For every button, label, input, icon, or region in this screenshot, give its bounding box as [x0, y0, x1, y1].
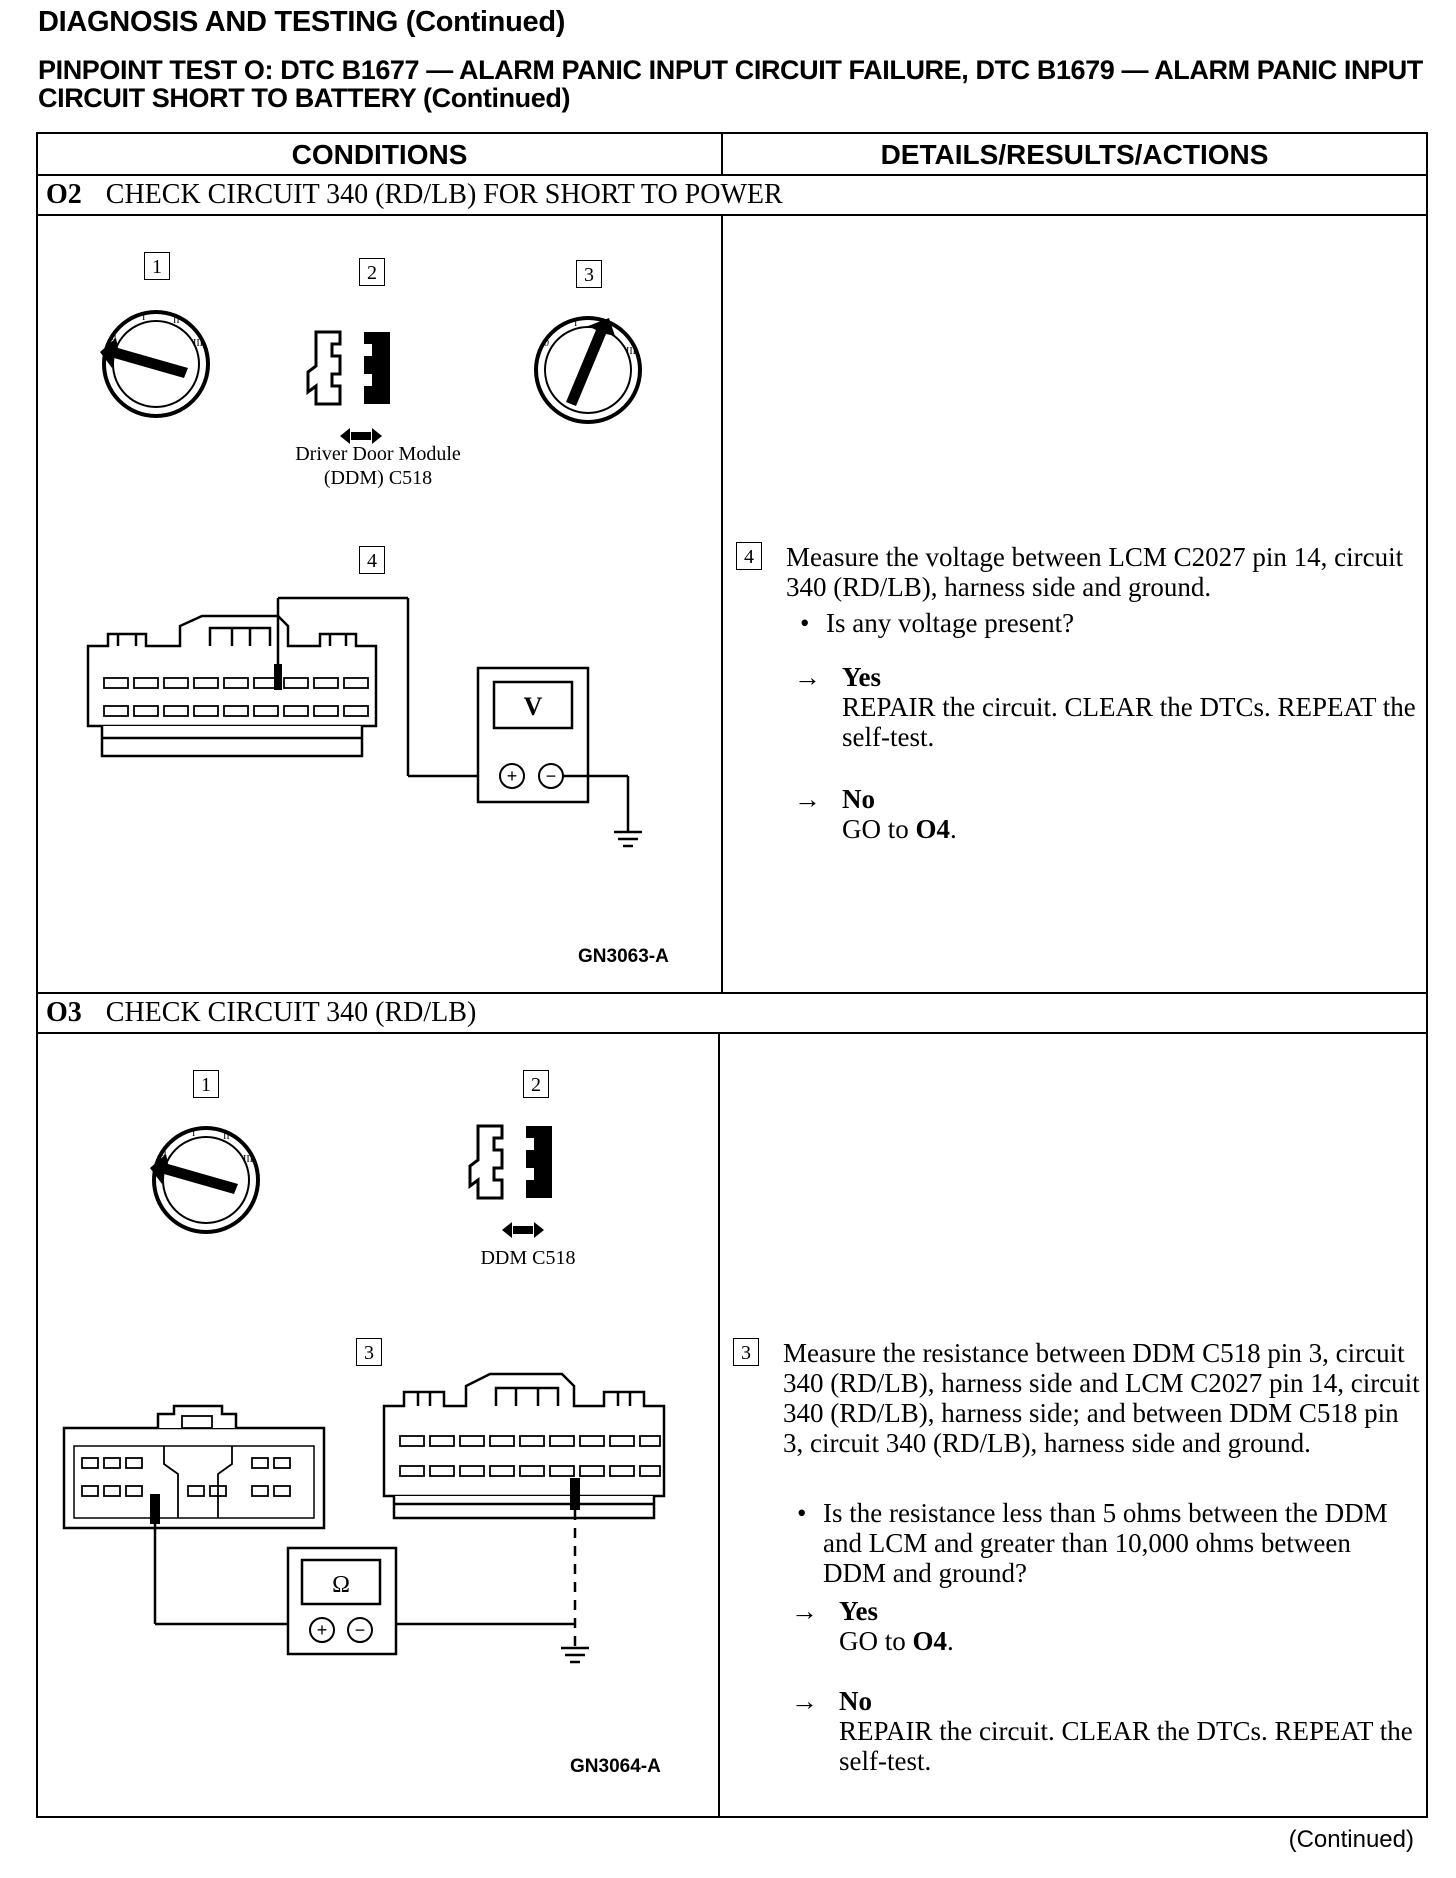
- detail-o2: 4 Measure the voltage between LCM C2027 …: [736, 216, 1416, 992]
- figure-code: GN3063-A: [578, 946, 669, 967]
- divider: [718, 1032, 720, 1816]
- voltmeter-icon: V + −: [476, 666, 590, 804]
- ddm-connector-icon: [62, 1404, 326, 1530]
- connector-label-line: (DDM) C518: [323, 467, 433, 489]
- figure-step-box: 4: [359, 546, 385, 574]
- test-title: PINPOINT TEST O: DTC B1677 — ALARM PANIC…: [38, 55, 1423, 113]
- step-title: CHECK CIRCUIT 340 (RD/LB): [105, 997, 477, 1028]
- ground-icon: [563, 774, 642, 848]
- column-header-details: DETAILS/RESULTS/ACTIONS: [880, 139, 1269, 170]
- svg-text:0: 0: [544, 338, 549, 349]
- connector-label: Driver Door Module (DDM) C518: [268, 442, 488, 490]
- svg-text:I: I: [574, 318, 577, 329]
- divider: [721, 214, 723, 992]
- yes-action: REPAIR the circuit. CLEAR the DTCs. REPE…: [842, 692, 1416, 752]
- page-title: DIAGNOSIS AND TESTING (Continued): [38, 6, 566, 38]
- ohmmeter-icon: Ω + −: [286, 1546, 398, 1656]
- svg-text:III: III: [193, 338, 203, 349]
- connector-disconnect-icon: [306, 330, 390, 444]
- figure-step-box: 2: [359, 258, 385, 286]
- no-action-prefix: GO to: [842, 814, 916, 844]
- step-title: CHECK CIRCUIT 340 (RD/LB) FOR SHORT TO P…: [105, 179, 783, 210]
- figure-o2: 1 2 3 4 0 I II III: [38, 216, 721, 992]
- yes-action-prefix: GO to: [839, 1626, 913, 1656]
- svg-text:III: III: [243, 1154, 253, 1165]
- arrow-right-icon: →: [794, 662, 821, 692]
- figure-step-box: 3: [576, 260, 602, 288]
- svg-text:0: 0: [161, 1148, 166, 1159]
- divider: [38, 214, 1426, 216]
- figure-o3: 1 2 3 0 I II III: [38, 1034, 721, 1816]
- step-id: O2: [46, 179, 82, 210]
- svg-text:+: +: [317, 1620, 328, 1640]
- no-action: REPAIR the circuit. CLEAR the DTCs. REPE…: [839, 1716, 1413, 1776]
- figure-code: GN3064-A: [570, 1756, 661, 1777]
- svg-text:I: I: [142, 312, 145, 323]
- no-action-suffix: .: [950, 814, 957, 844]
- svg-text:+: +: [507, 766, 518, 786]
- detail-step-box: 4: [736, 542, 762, 570]
- yes-label: Yes: [842, 662, 881, 692]
- meter-symbol: Ω: [332, 1572, 350, 1598]
- ground-icon: [561, 1646, 589, 1664]
- step-id: O3: [46, 997, 82, 1028]
- arrow-right-icon: →: [791, 1686, 818, 1716]
- svg-text:III: III: [626, 346, 636, 357]
- no-action: GO to O4.: [842, 814, 957, 844]
- go-to-link[interactable]: O4: [912, 1626, 948, 1656]
- go-to-link[interactable]: O4: [915, 814, 951, 844]
- ohmmeter-probe-icon: [150, 1478, 580, 1648]
- divider: [38, 992, 1426, 994]
- svg-text:II: II: [606, 322, 613, 333]
- ignition-switch-off-icon: 0 I II III: [150, 1126, 260, 1234]
- step-header-o3: O3 CHECK CIRCUIT 340 (RD/LB): [46, 993, 476, 1033]
- divider: [38, 1032, 1426, 1034]
- question-text: Is the resistance less than 5 ohms betwe…: [823, 1498, 1388, 1588]
- ignition-switch-off-icon: 0 I II III: [100, 310, 210, 418]
- connector-pins: [103, 677, 369, 717]
- question-text: Is any voltage present?: [826, 608, 1075, 638]
- connector-label-line: Driver Door Module: [295, 443, 461, 465]
- meter-symbol: V: [524, 692, 543, 721]
- divider: [721, 134, 723, 174]
- svg-text:I: I: [192, 1128, 195, 1139]
- arrow-right-icon: →: [794, 784, 821, 814]
- column-header-conditions: CONDITIONS: [291, 139, 468, 170]
- arrow-right-icon: →: [791, 1596, 818, 1626]
- connector-pins: [81, 1457, 291, 1497]
- figure-step-box: 2: [523, 1070, 549, 1098]
- figure-step-box: 1: [193, 1070, 219, 1098]
- bullet-icon: •: [800, 608, 810, 638]
- instruction-text: Measure the resistance between DDM C518 …: [783, 1338, 1420, 1458]
- lcm-connector-icon: [86, 614, 378, 758]
- svg-text:II: II: [173, 315, 180, 326]
- ignition-switch-run-icon: 0 I II III: [534, 316, 642, 424]
- continued-label: (Continued): [1288, 1826, 1414, 1853]
- detail-o3: 3 Measure the resistance between DDM C51…: [733, 1034, 1420, 1816]
- connector-disconnect-icon: [468, 1124, 552, 1238]
- svg-text:II: II: [223, 1131, 230, 1142]
- o2-illustration: 0 I II III 0 I II III: [86, 310, 642, 848]
- no-label: No: [839, 1686, 872, 1716]
- svg-text:−: −: [546, 766, 557, 786]
- svg-text:0: 0: [111, 332, 116, 343]
- connector-label: DDM C518: [480, 1247, 576, 1269]
- no-label: No: [842, 784, 875, 814]
- detail-step-box: 3: [733, 1338, 759, 1366]
- svg-text:−: −: [355, 1620, 366, 1640]
- figure-step-box: 1: [144, 252, 170, 280]
- bullet-icon: •: [797, 1498, 807, 1528]
- yes-action-suffix: .: [947, 1626, 954, 1656]
- divider: [38, 174, 1426, 176]
- step-header-o2: O2 CHECK CIRCUIT 340 (RD/LB) FOR SHORT TO…: [46, 175, 783, 215]
- o3-illustration: 0 I II III: [62, 1124, 666, 1664]
- connector-pins: [399, 1435, 661, 1477]
- figure-step-box: 3: [356, 1338, 382, 1366]
- yes-action: GO to O4.: [839, 1626, 954, 1656]
- yes-label: Yes: [839, 1596, 878, 1626]
- instruction-text: Measure the voltage between LCM C2027 pi…: [786, 542, 1404, 602]
